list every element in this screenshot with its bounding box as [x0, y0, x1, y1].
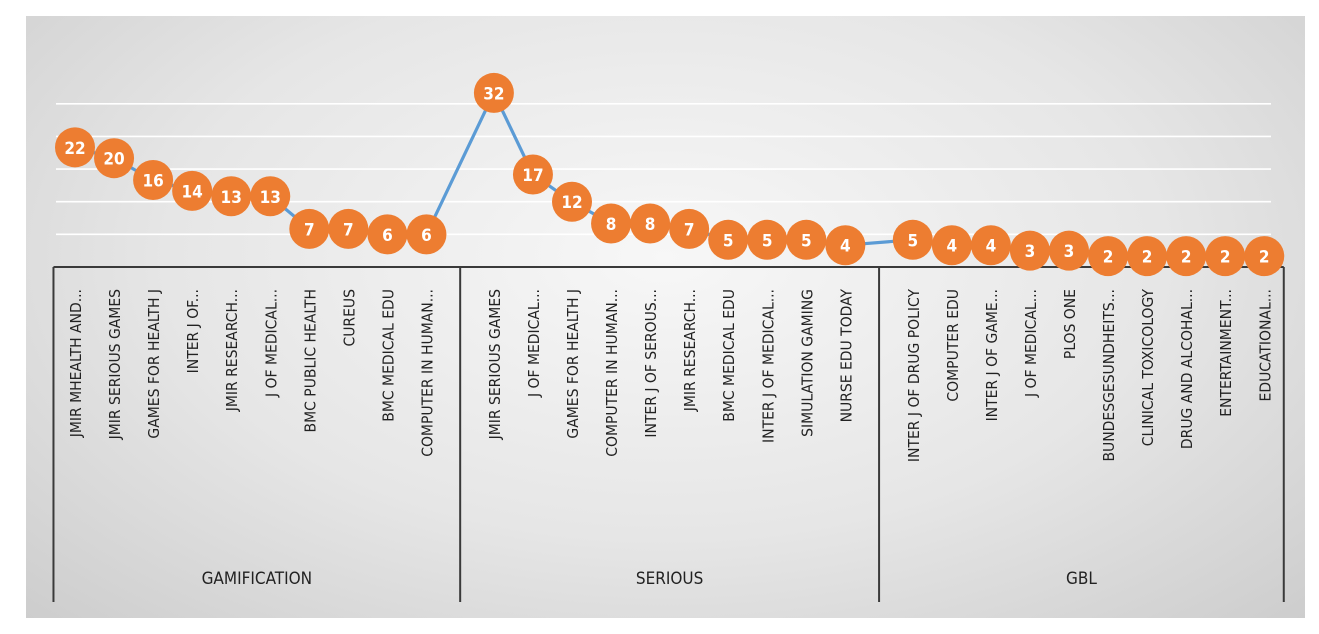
- tick-label: COMPUTER EDU: [944, 289, 962, 402]
- data-label: 5: [762, 231, 773, 251]
- data-point: [473, 72, 514, 113]
- data-point: [1127, 236, 1168, 277]
- tick-label: INTER J OF SEROUS...: [642, 289, 660, 438]
- tick-label: PLOS ONE: [1061, 289, 1079, 359]
- data-label: 2: [1142, 248, 1153, 268]
- tick-label: J OF MEDICAL...: [1022, 289, 1040, 398]
- data-label: 2: [1259, 248, 1270, 268]
- data-label: 20: [103, 150, 124, 170]
- data-label: 4: [840, 237, 851, 257]
- data-point: [970, 225, 1011, 266]
- tick-label: NURSE EDU TODAY: [837, 289, 855, 423]
- data-point: [55, 127, 95, 168]
- data-label: 7: [343, 220, 354, 240]
- data-label: 12: [561, 193, 582, 213]
- data-label: 17: [522, 166, 543, 186]
- tick-label: SIMULATION GAMING: [798, 289, 816, 437]
- data-point: [630, 203, 671, 244]
- data-point: [708, 219, 749, 260]
- group-label: SERIOUS: [636, 569, 703, 589]
- tick-label: INTER J OF DRUG POLICY: [905, 289, 923, 463]
- tick-label: J OF MEDICAL...: [262, 289, 280, 398]
- data-point: [328, 208, 369, 249]
- tick-label: JMIR SERIOUS GAMES: [106, 289, 124, 440]
- data-point: [1244, 236, 1285, 277]
- tick-label: J OF MEDICAL...: [525, 289, 543, 398]
- data-label: 4: [947, 237, 958, 257]
- data-point: [289, 208, 330, 249]
- data-label: 5: [907, 231, 918, 251]
- tick-label: COMPUTER IN HUMAN...: [603, 289, 621, 457]
- tick-label: INTER J OF GAME...: [983, 289, 1001, 421]
- tick-label: BUNDESGESUNDHEITS...: [1100, 289, 1118, 462]
- data-label: 2: [1103, 248, 1114, 268]
- data-label: 6: [421, 226, 432, 246]
- tick-label: ENTERTAINMENT...: [1217, 289, 1235, 417]
- tick-label: DRUG AND ALCOHAL...: [1178, 289, 1196, 449]
- data-label: 8: [645, 215, 656, 235]
- data-point: [172, 170, 213, 211]
- data-label: 8: [606, 215, 617, 235]
- group-label: GBL: [1066, 569, 1097, 589]
- data-label: 13: [260, 188, 281, 208]
- data-point: [786, 219, 827, 260]
- group-label: GAMIFICATION: [202, 569, 312, 589]
- data-point: [1088, 236, 1129, 277]
- tick-label: JMIR RESEARCH...: [223, 289, 241, 412]
- data-point: [512, 154, 553, 195]
- tick-label: GAMES FOR HEALTH J: [145, 289, 163, 439]
- data-point: [406, 214, 447, 255]
- data-point: [552, 181, 592, 222]
- data-point: [94, 138, 135, 179]
- data-label: 14: [182, 182, 203, 202]
- tick-label: BMC MEDICAL EDU: [720, 289, 738, 422]
- data-point: [825, 225, 866, 266]
- data-label: 22: [64, 139, 85, 159]
- tick-label: JMIR RESEARCH...: [681, 289, 699, 412]
- data-point: [1166, 236, 1207, 277]
- data-label: 5: [723, 231, 734, 251]
- data-label: 4: [986, 237, 997, 257]
- data-point: [1009, 230, 1050, 271]
- tick-label: GAMES FOR HEALTH J: [564, 289, 582, 439]
- data-label: 32: [483, 84, 504, 104]
- tick-label: BMC PUBLIC HEALTH: [301, 289, 319, 432]
- data-point: [747, 219, 788, 260]
- data-point: [1205, 236, 1246, 277]
- data-point: [1049, 230, 1089, 271]
- data-point: [211, 176, 252, 217]
- tick-label: EDUCATIONAL...: [1256, 289, 1274, 401]
- data-label: 2: [1220, 248, 1231, 268]
- data-label: 13: [221, 188, 242, 208]
- data-point: [250, 176, 291, 217]
- data-label: 2: [1181, 248, 1192, 268]
- data-point: [367, 214, 408, 255]
- data-point: [591, 203, 632, 244]
- data-point: [133, 159, 174, 200]
- tick-label: JMIR SERIOUS GAMES: [486, 289, 504, 440]
- data-label: 7: [684, 220, 695, 240]
- tick-label: CUREUS: [340, 289, 358, 347]
- data-label: 16: [142, 171, 163, 191]
- data-label: 3: [1064, 242, 1075, 262]
- data-label: 6: [382, 226, 393, 246]
- tick-label: INTER J OF MEDICAL...: [759, 289, 777, 443]
- data-label: 7: [304, 220, 315, 240]
- tick-label: CLINICAL TOXICOLOGY: [1139, 289, 1157, 447]
- tick-label: INTER J OF...: [184, 289, 202, 373]
- tick-label: COMPUTER IN HUMAN...: [418, 289, 436, 457]
- data-label: 3: [1025, 242, 1036, 262]
- data-point: [931, 225, 972, 266]
- data-label: 5: [801, 231, 812, 251]
- tick-label: JMIR MHEALTH AND...: [67, 289, 85, 438]
- data-point: [892, 219, 933, 260]
- data-point: [669, 208, 710, 249]
- tick-label: BMC MEDICAL EDU: [379, 289, 397, 422]
